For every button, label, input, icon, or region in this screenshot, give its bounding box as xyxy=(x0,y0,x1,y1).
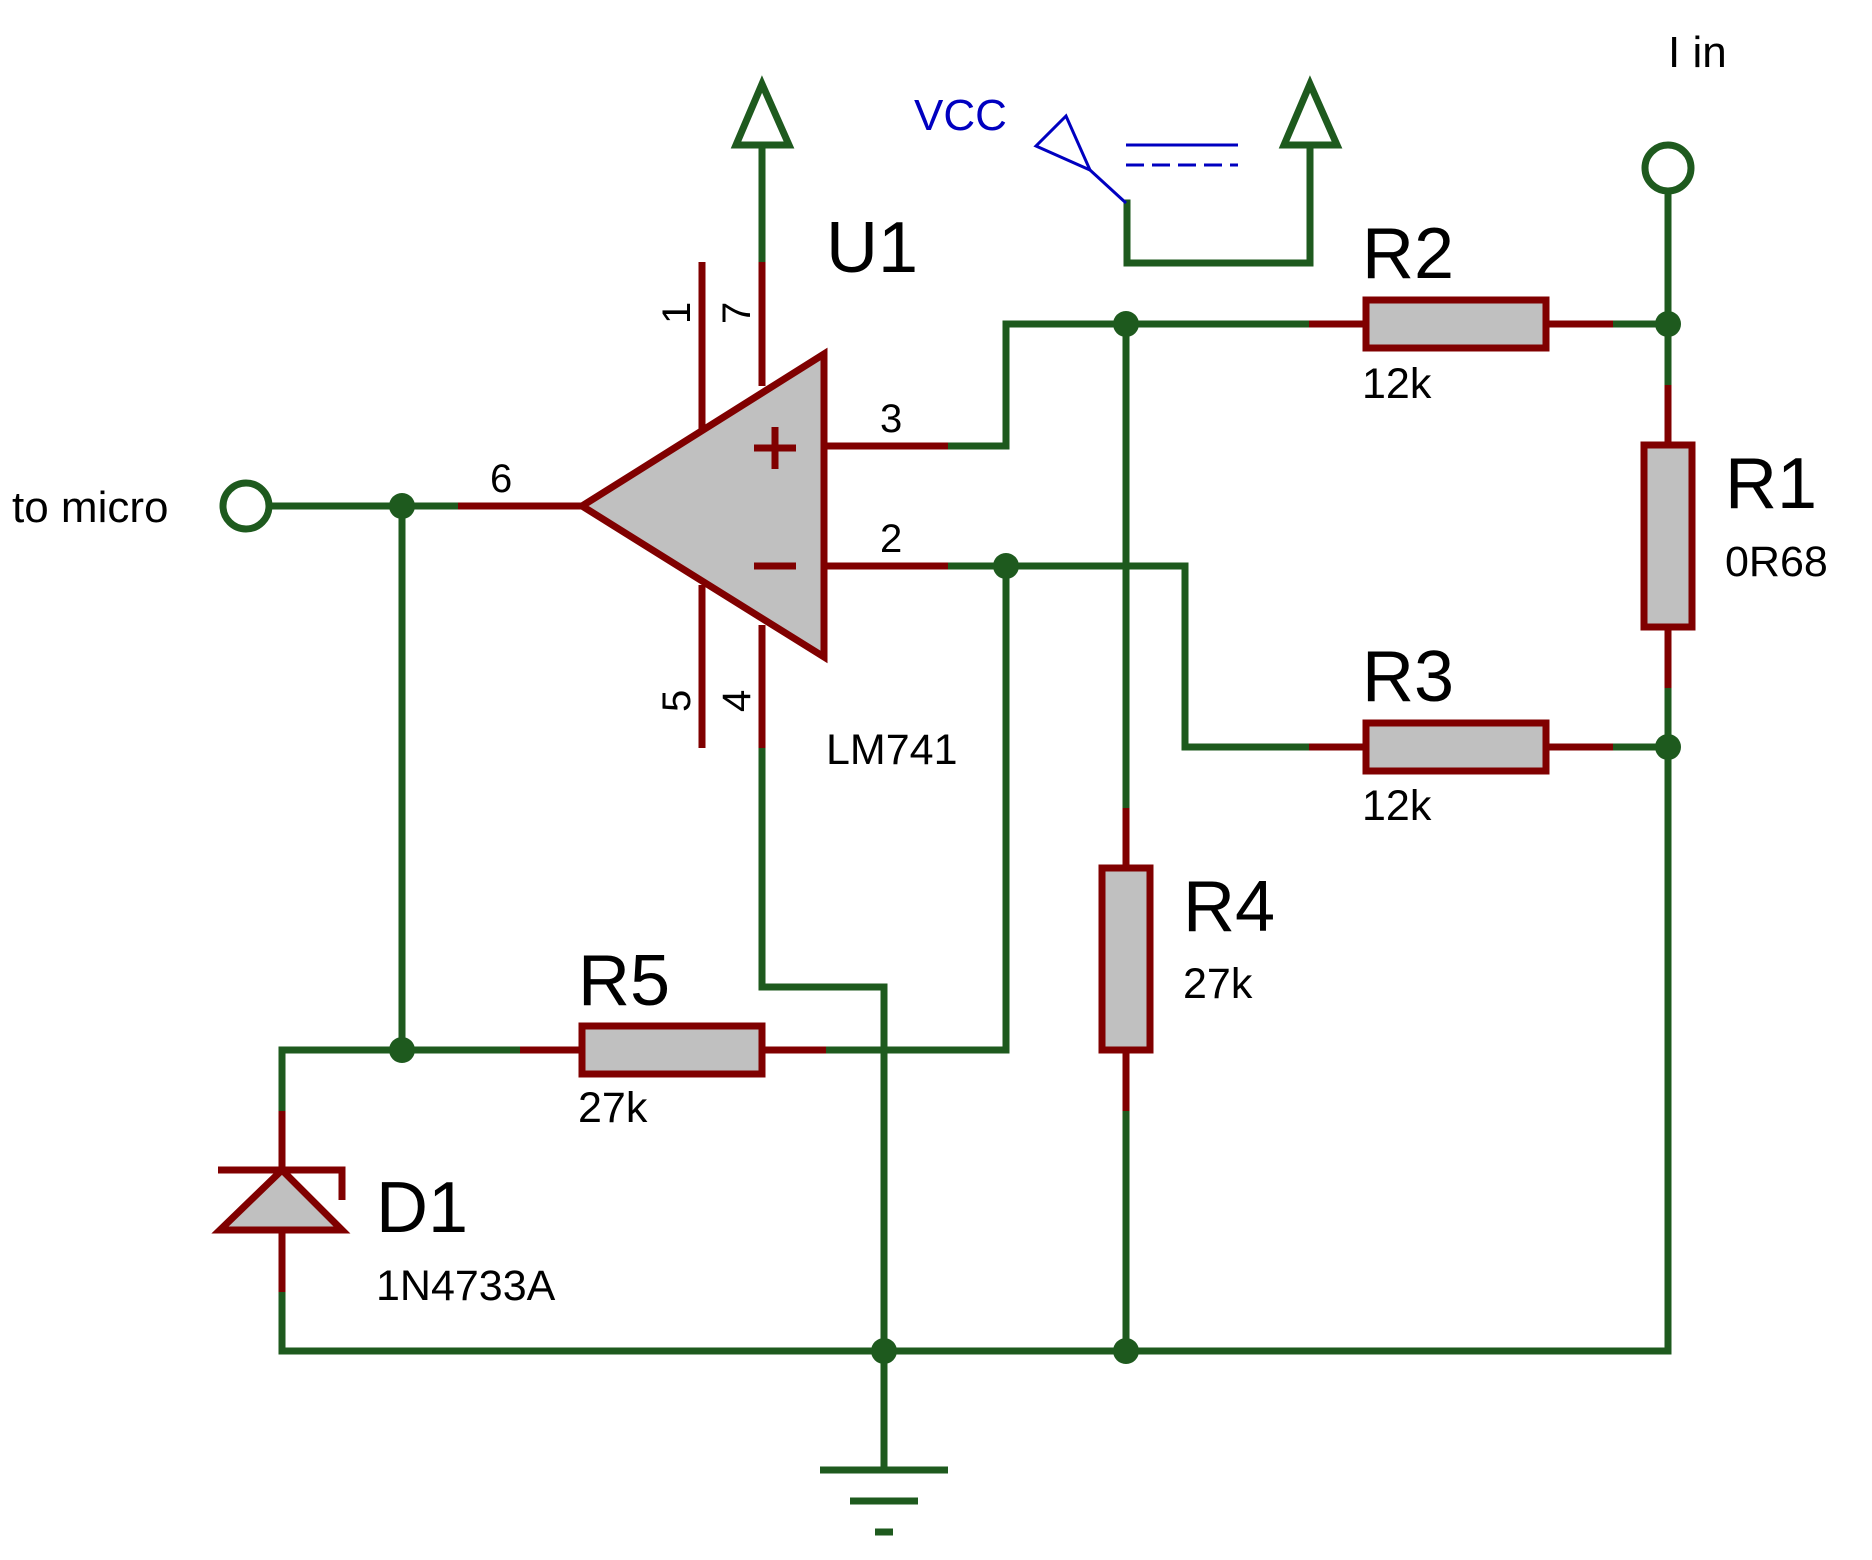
wire-pin2 xyxy=(944,562,1313,751)
r5-ref: R5 xyxy=(578,941,670,1021)
u1-part: LM741 xyxy=(826,726,957,774)
resistor-r4: R4 27k xyxy=(1098,808,1275,1111)
r3-value: 12k xyxy=(1362,782,1432,830)
resistor-r3: R3 12k xyxy=(1309,637,1613,830)
r4-ref: R4 xyxy=(1183,867,1275,947)
u1-pin7-number: 7 xyxy=(715,302,759,324)
d1-cathode-bar xyxy=(218,1166,346,1200)
ground-icon xyxy=(820,1466,948,1536)
junction-pin2 xyxy=(993,553,1019,579)
r1-ref: R1 xyxy=(1725,444,1817,524)
junction-ground-b xyxy=(1113,1338,1139,1364)
resistor-r1: R1 0R68 xyxy=(1640,385,1828,688)
r2-ref: R2 xyxy=(1362,214,1454,294)
u1-pin6-number: 6 xyxy=(490,457,512,501)
r4-value: 27k xyxy=(1183,960,1253,1008)
power-arrow-vcc xyxy=(1278,75,1343,149)
terminal-i-in xyxy=(1641,141,1695,195)
r1-value: 0R68 xyxy=(1725,538,1828,586)
terminal-to-micro-label: to micro xyxy=(12,483,168,532)
d1-part: 1N4733A xyxy=(376,1262,556,1310)
resistor-r5: R5 27k xyxy=(520,941,826,1132)
wire-right-ground xyxy=(877,743,1672,1355)
wire-pin3 xyxy=(944,320,1313,450)
r5-value: 27k xyxy=(578,1084,648,1132)
u1-pin5-number: 5 xyxy=(655,690,699,712)
wire-vcc-net xyxy=(1123,124,1314,267)
u1-pin2-number: 2 xyxy=(880,517,902,561)
junction-iin xyxy=(1655,311,1681,337)
zener-d1: D1 1N4733A xyxy=(211,1111,556,1310)
u1-pin1-number: 1 xyxy=(655,302,699,324)
d1-ref: D1 xyxy=(376,1168,468,1248)
wire-pin4 xyxy=(758,744,888,1470)
terminal-to-micro xyxy=(219,479,273,533)
junction-r3 xyxy=(1655,734,1681,760)
r2-value: 12k xyxy=(1362,360,1432,408)
u1-pin4-number: 4 xyxy=(715,690,759,712)
power-arrow-pin7 xyxy=(730,75,795,149)
vcc-label-symbol xyxy=(1033,113,1238,205)
d1-triangle xyxy=(211,1165,351,1234)
terminal-i-in-label: I in xyxy=(1668,28,1727,77)
wire-pin2-down xyxy=(822,562,1010,1054)
u1-ref: U1 xyxy=(826,208,918,288)
vcc-label: VCC xyxy=(914,91,1007,140)
opamp-u1: 1 7 5 4 3 2 6 U1 LM741 xyxy=(458,208,957,774)
junction-pin3 xyxy=(1113,311,1139,337)
r3-ref: R3 xyxy=(1362,637,1454,717)
resistor-r2: R2 12k xyxy=(1309,214,1613,408)
u1-pin3-number: 3 xyxy=(880,397,902,441)
junction-output xyxy=(389,493,415,519)
junctions xyxy=(389,311,1681,1364)
junction-ground-a xyxy=(871,1338,897,1364)
u1-plus-sign xyxy=(754,427,796,469)
junction-r5-left xyxy=(389,1037,415,1063)
u1-body xyxy=(575,347,828,664)
